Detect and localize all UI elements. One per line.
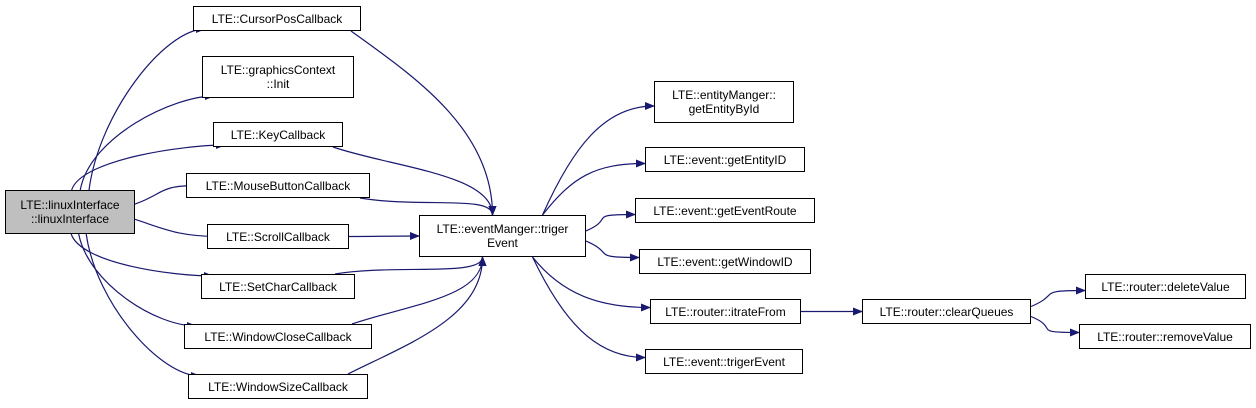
node-cursor-pos-callback[interactable]: LTE::CursorPosCallback [193, 6, 361, 31]
node-router-delete-value[interactable]: LTE::router::deleteValue [1085, 274, 1246, 299]
node-router-remove-value[interactable]: LTE::router::removeValue [1079, 324, 1251, 349]
node-linux-interface: LTE::linuxInterface::linuxInterface [5, 190, 135, 234]
edge-clearq-to-remval [1030, 315, 1080, 337]
edge-setchar-to-triger [334, 256, 487, 275]
edge-clearq-to-delval [1030, 286, 1086, 308]
node-event-triger-event[interactable]: LTE::event::trigerEvent [645, 349, 803, 374]
node-scroll-callback[interactable]: LTE::ScrollCallback [207, 224, 349, 249]
edge-triger-to-itrate [532, 256, 651, 312]
node-key-callback[interactable]: LTE::KeyCallback [213, 122, 343, 147]
node-get-entity-by-id[interactable]: LTE::entityManger::getEntityById [654, 81, 794, 123]
node-mouse-button-callback[interactable]: LTE::MouseButtonCallback [186, 173, 370, 198]
edge-scroll-to-triger [348, 231, 420, 240]
edge-root-to-gfx [79, 92, 215, 191]
node-set-char-callback[interactable]: LTE::SetCharCallback [201, 274, 355, 299]
edge-root-to-setchar [70, 233, 214, 280]
node-get-window-id[interactable]: LTE::event::getWindowID [639, 249, 811, 274]
edge-winclose-to-triger [351, 256, 487, 325]
edge-triger-to-getroute [585, 210, 636, 232]
node-graphics-context-init[interactable]: LTE::graphicsContext::Init [202, 56, 354, 98]
edge-root-to-winclose [78, 233, 197, 330]
edge-root-to-cursor [88, 25, 206, 191]
edge-mouse-to-triger [359, 197, 497, 216]
edge-triger-to-getentid [542, 159, 646, 216]
node-router-clear-queues[interactable]: LTE::router::clearQueues [862, 299, 1031, 324]
node-router-itrate-from[interactable]: LTE::router::itrateFrom [650, 299, 801, 324]
node-window-size-callback[interactable]: LTE::WindowSizeCallback [188, 374, 368, 399]
edge-triger-to-getwin [585, 240, 640, 262]
edge-root-to-winsize [85, 233, 201, 380]
node-get-event-route[interactable]: LTE::event::getEventRoute [635, 198, 815, 223]
edge-triger-to-trigevt [531, 256, 646, 362]
node-get-entity-id[interactable]: LTE::event::getEntityID [645, 147, 805, 172]
edge-winsize-to-triger [347, 256, 487, 375]
edge-cursor-to-triger [350, 30, 497, 216]
edge-root-to-key [71, 141, 226, 191]
node-window-close-callback[interactable]: LTE::WindowCloseCallback [184, 324, 372, 349]
edge-triger-to-getbyid [541, 102, 655, 216]
edge-key-to-triger [332, 146, 497, 216]
